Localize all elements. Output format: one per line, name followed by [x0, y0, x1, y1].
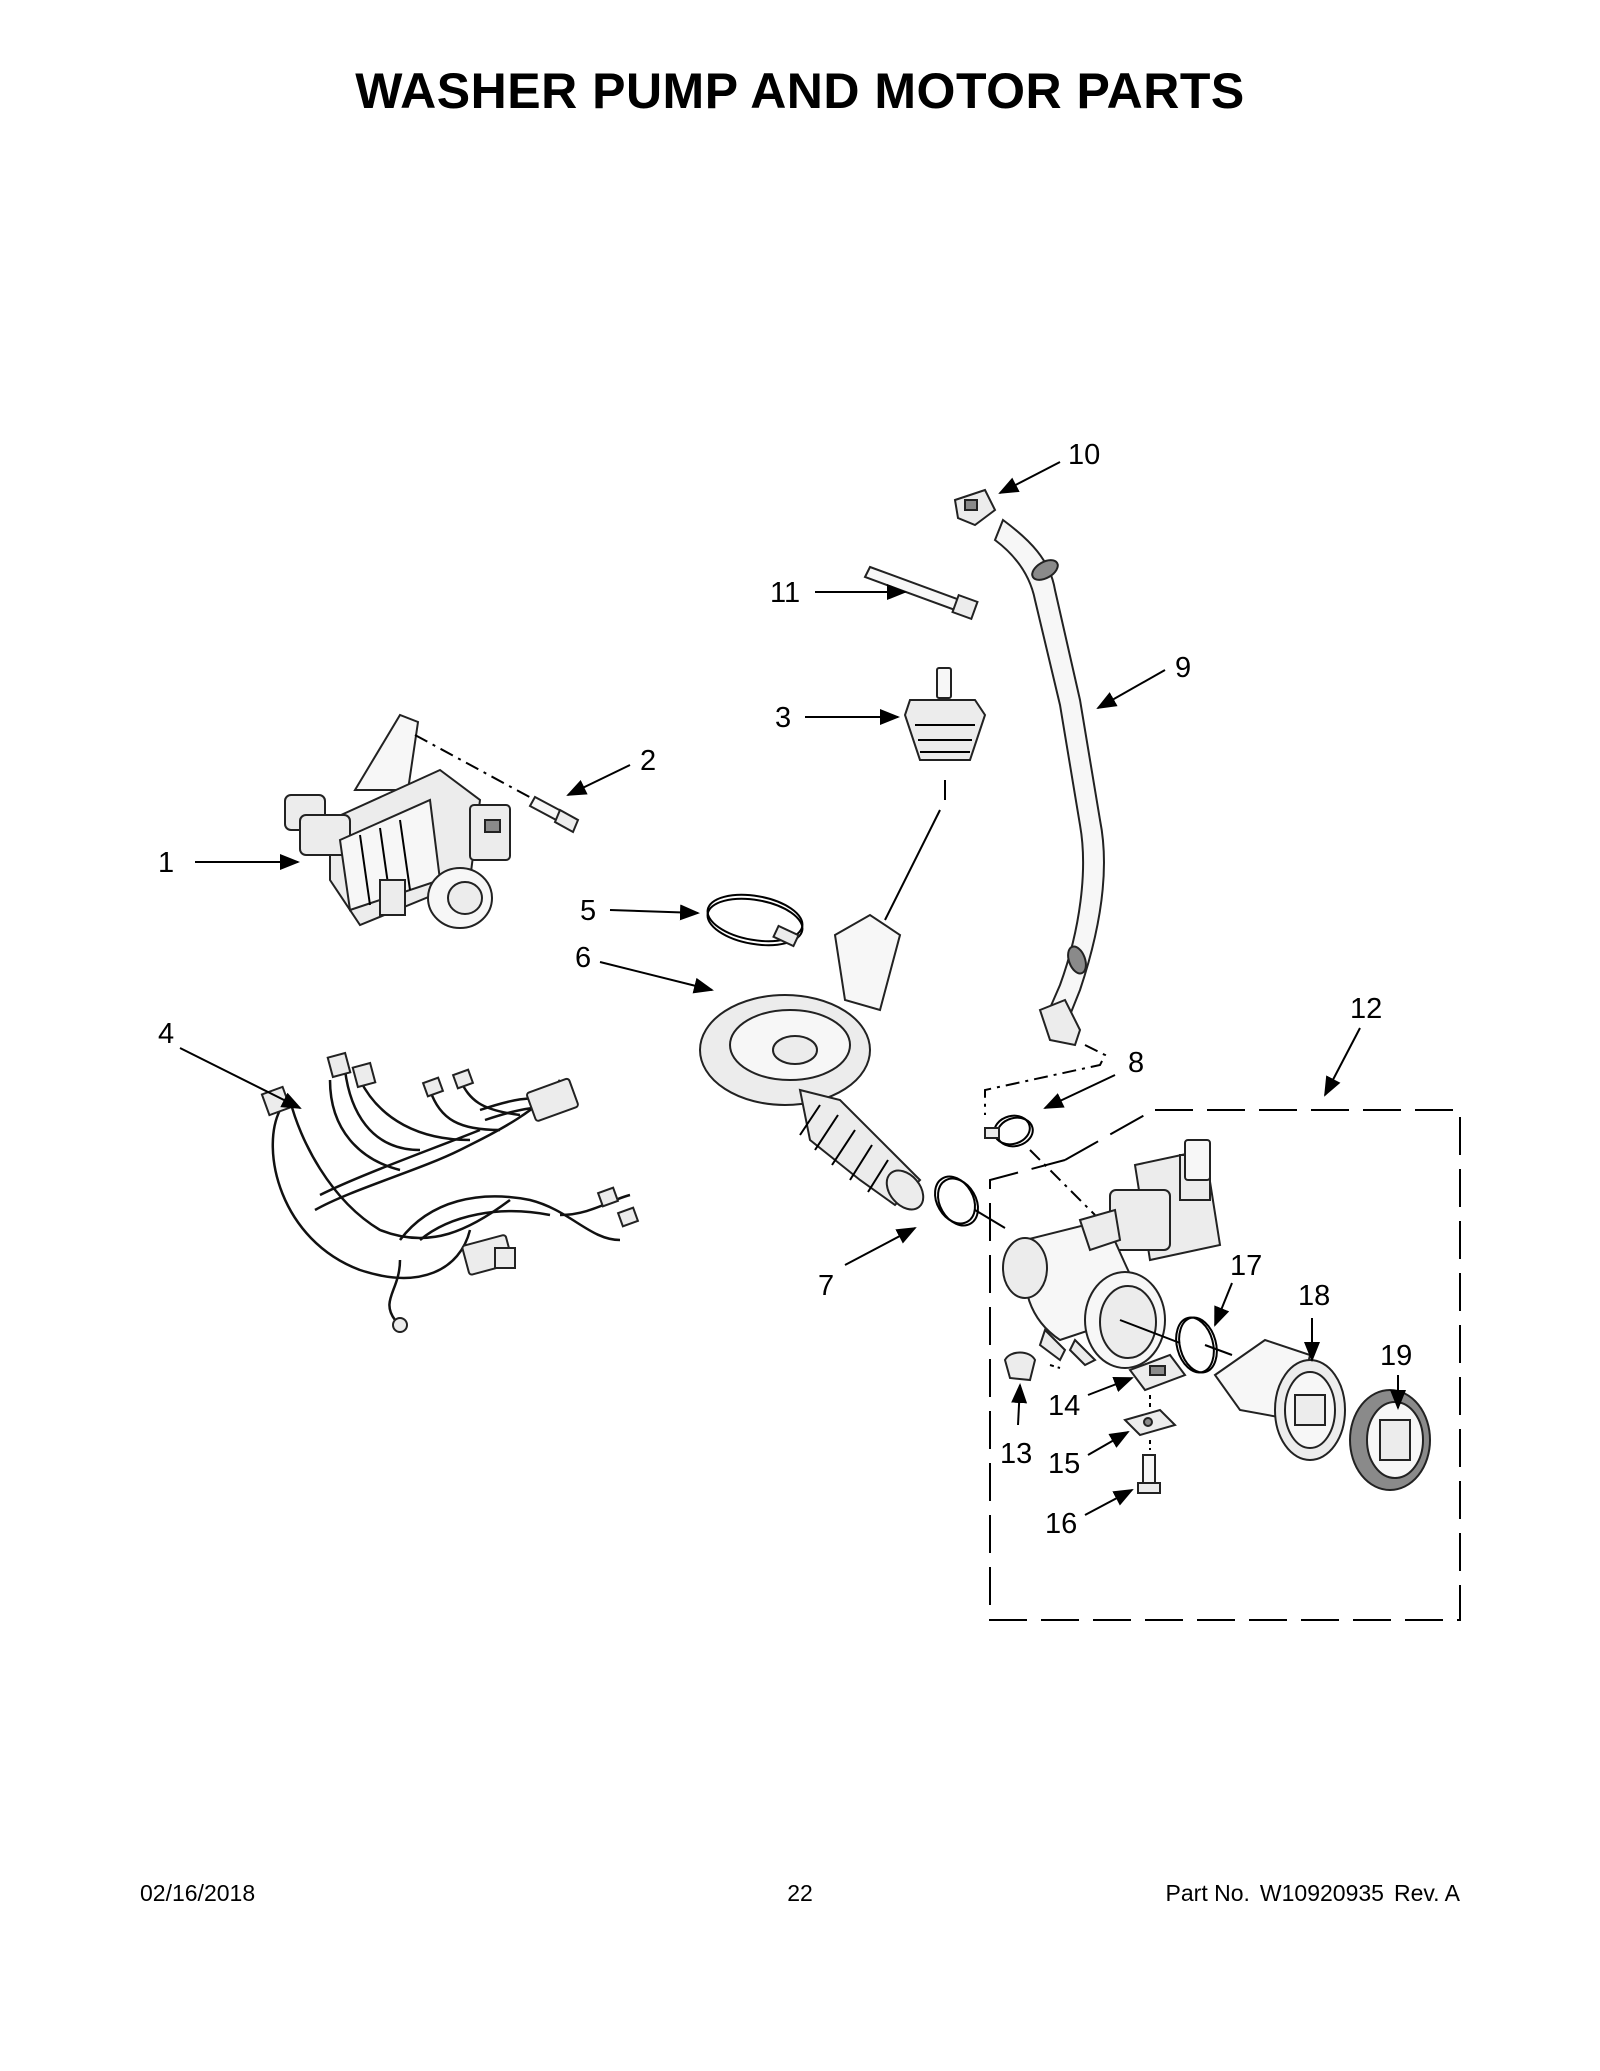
hose-clamp-ring	[706, 893, 804, 948]
bellows-clamp	[934, 1175, 979, 1227]
callout-2: 2	[640, 745, 656, 777]
part-label: Part No.	[1165, 1880, 1250, 1906]
callout-13: 13	[1000, 1438, 1032, 1470]
pump-clip	[1003, 1351, 1037, 1382]
callout-8: 8	[1128, 1047, 1144, 1079]
hose-clamp	[984, 1114, 1034, 1148]
air-dome	[903, 667, 987, 761]
cable-tie	[863, 565, 979, 621]
revision: Rev. A	[1393, 1880, 1460, 1906]
callout-11: 11	[770, 577, 800, 609]
callout-15: 15	[1048, 1448, 1080, 1480]
drain-pump	[1002, 1139, 1222, 1369]
callout-10: 10	[1068, 439, 1100, 471]
callout-7: 7	[818, 1270, 834, 1302]
drive-motor	[284, 713, 511, 929]
pump-o-ring	[1175, 1316, 1218, 1374]
footer-date: 02/16/2018	[140, 1880, 256, 1906]
footer-page-number: 22	[787, 1880, 813, 1906]
wire-harness	[260, 1051, 640, 1333]
callout-1: 1	[158, 847, 174, 879]
pump-plate	[1123, 1408, 1177, 1437]
part-number: W10920935	[1259, 1880, 1384, 1906]
drain-hose	[993, 518, 1105, 1047]
callout-3: 3	[775, 702, 791, 734]
callout-9: 9	[1175, 652, 1191, 684]
motor-bolt	[528, 795, 580, 834]
pump-filter-cap	[1349, 1389, 1431, 1491]
pump-filter	[1213, 1338, 1346, 1461]
callout-6: 6	[575, 942, 591, 974]
hose-clip	[953, 488, 997, 527]
pump-mount	[1128, 1353, 1187, 1392]
sump-bellows	[699, 913, 925, 1211]
callout-4: 4	[158, 1018, 174, 1050]
footer-part-number: Part No. W10920935 Rev. A	[1156, 1880, 1460, 1907]
callout-14: 14	[1048, 1390, 1080, 1422]
callout-17: 17	[1230, 1250, 1262, 1282]
pump-screw	[1137, 1454, 1161, 1494]
callout-19: 19	[1380, 1340, 1412, 1372]
callout-5: 5	[580, 895, 596, 927]
callout-12: 12	[1350, 993, 1382, 1025]
callout-16: 16	[1045, 1508, 1077, 1540]
callout-18: 18	[1298, 1280, 1330, 1312]
page-title: WASHER PUMP AND MOTOR PARTS	[355, 63, 1245, 119]
